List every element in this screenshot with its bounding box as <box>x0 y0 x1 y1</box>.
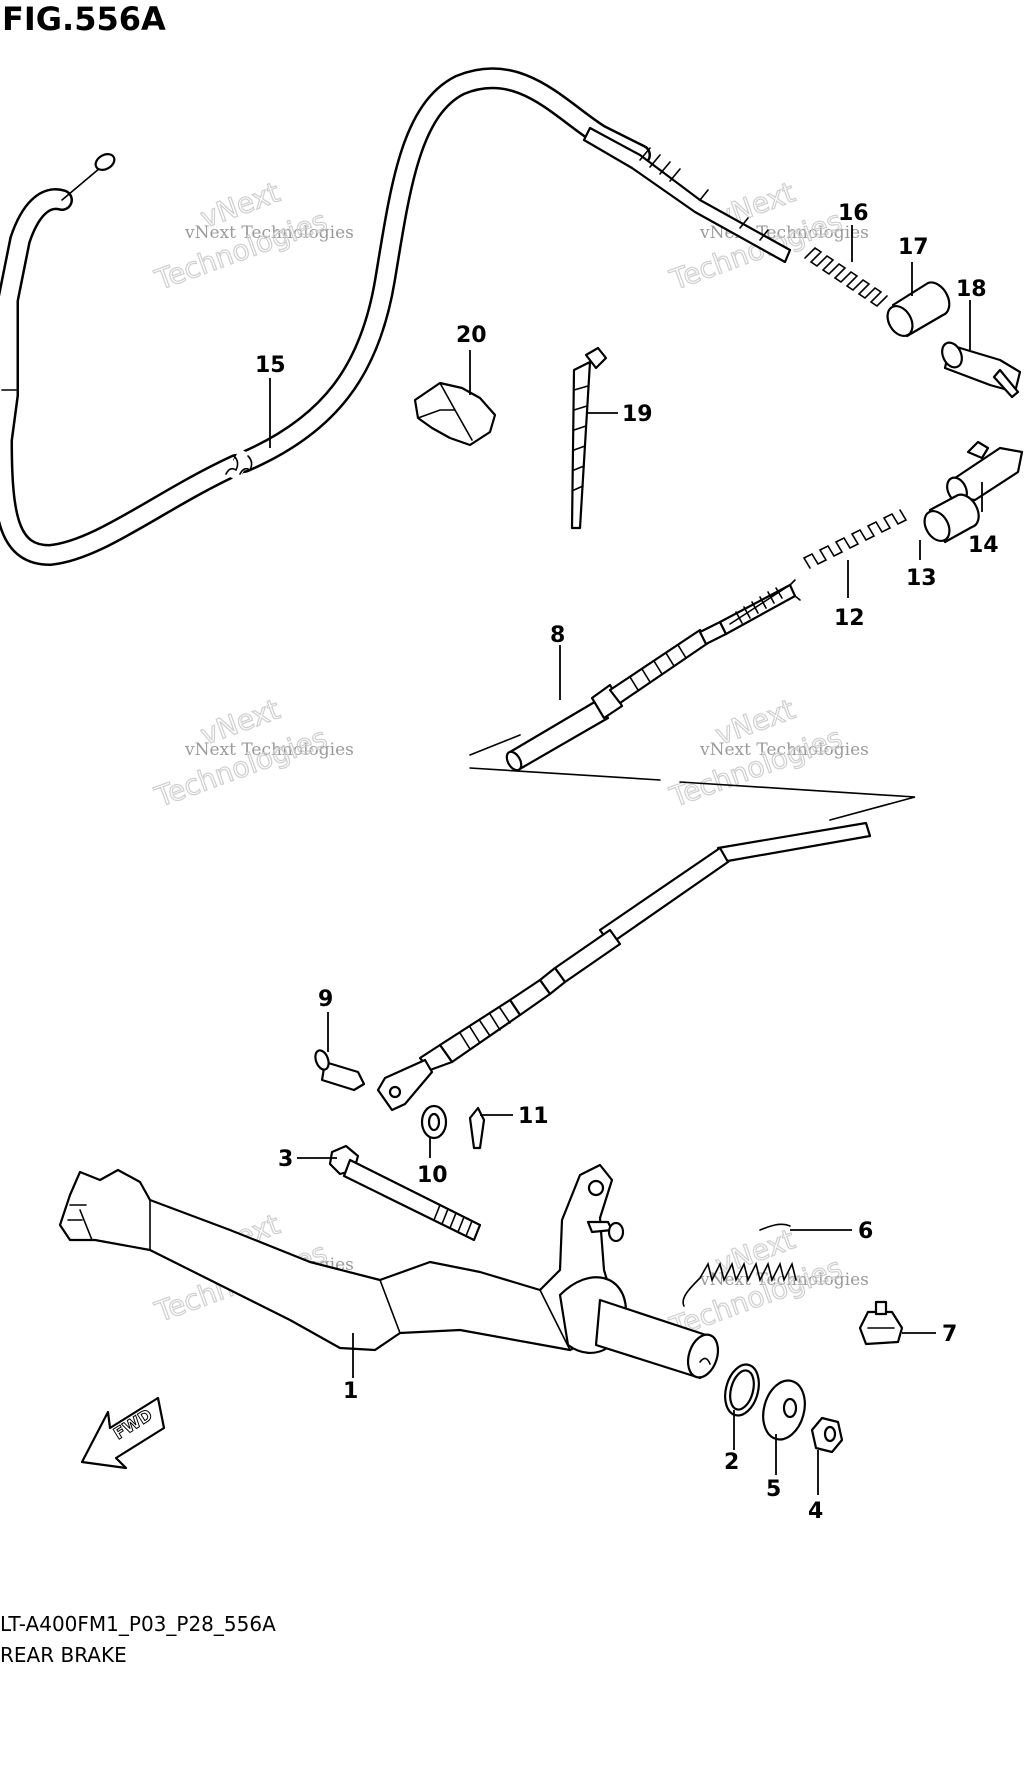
callout-14-label: 14 <box>968 533 999 558</box>
part-8-brake-cable <box>505 579 801 772</box>
part-17-collar <box>886 281 951 338</box>
part-16-spring <box>804 246 888 308</box>
callout-1: 1 <box>343 1333 358 1404</box>
callout-18-label: 18 <box>956 277 987 302</box>
callout-7: 7 <box>902 1322 957 1347</box>
fwd-arrow-icon: FWD <box>80 1396 166 1470</box>
callout-5: 5 <box>766 1434 781 1502</box>
callout-17: 17 <box>898 235 929 296</box>
reference-code: LT-A400FM1_P03_P28_556A <box>0 1612 276 1636</box>
callout-1-label: 1 <box>343 1379 358 1404</box>
callout-20-label: 20 <box>456 323 487 348</box>
callout-11-label: 11 <box>518 1104 549 1129</box>
callout-7-label: 7 <box>942 1322 957 1347</box>
part-6-spring <box>682 1223 797 1307</box>
watermark-mid-left: vNext Technologies vNext Technologies <box>150 692 354 815</box>
callout-15: 15 <box>255 353 286 448</box>
callout-16: 16 <box>838 201 869 262</box>
part-12-spring <box>802 509 908 569</box>
callout-3-label: 3 <box>278 1147 293 1172</box>
callout-18: 18 <box>956 277 987 350</box>
callout-19-label: 19 <box>622 402 653 427</box>
watermark-mid-right: vNext Technologies vNext Technologies <box>665 692 869 815</box>
part-15-brake-cable <box>0 67 792 567</box>
callouts: 1 2 3 4 5 6 7 8 <box>255 201 999 1524</box>
callout-2: 2 <box>724 1410 739 1475</box>
watermark-text: vNext Technologies <box>184 223 354 243</box>
part-3-bolt <box>328 1144 482 1242</box>
callout-10: 10 <box>417 1138 448 1188</box>
pedal-stopper-pin <box>586 1220 625 1243</box>
part-2-o-ring <box>724 1363 760 1417</box>
watermark-top-left: vNext Technologies vNext Technologies <box>150 175 354 298</box>
part-18-cable-end <box>941 341 1022 399</box>
callout-13-label: 13 <box>906 566 937 591</box>
part-8-cable-lower <box>376 821 872 1112</box>
part-4-nut <box>810 1416 844 1454</box>
callout-4: 4 <box>808 1450 823 1524</box>
callout-2-label: 2 <box>724 1450 739 1475</box>
part-5-washer <box>762 1379 806 1441</box>
callout-16-label: 16 <box>838 201 869 226</box>
part-19-cable-tie <box>570 346 608 530</box>
part-13-collar <box>923 493 980 544</box>
part-1-brake-pedal <box>58 1163 720 1380</box>
callout-5-label: 5 <box>766 1477 781 1502</box>
callout-12: 12 <box>834 560 865 631</box>
figure-title: FIG.556A <box>2 0 166 38</box>
diagram-caption: REAR BRAKE <box>0 1643 127 1667</box>
part-11-cotter-pin <box>468 1106 486 1150</box>
callout-8-label: 8 <box>550 623 565 648</box>
watermark-text: vNext Technologies <box>699 740 869 760</box>
part-7-cap-nut <box>858 1300 904 1346</box>
part-9-clevis-pin <box>314 1049 366 1092</box>
callout-9-label: 9 <box>318 987 333 1012</box>
part-10-washer <box>420 1104 448 1140</box>
callout-6-label: 6 <box>858 1219 873 1244</box>
callout-11: 11 <box>480 1104 549 1129</box>
callout-6: 6 <box>790 1219 873 1244</box>
callout-8: 8 <box>550 623 565 700</box>
callout-10-label: 10 <box>417 1163 448 1188</box>
callout-15-label: 15 <box>255 353 286 378</box>
callout-20: 20 <box>456 323 487 395</box>
callout-13: 13 <box>906 540 937 591</box>
watermark-text: vNext Technologies <box>184 740 354 760</box>
callout-19: 19 <box>586 402 653 427</box>
callout-14: 14 <box>968 482 999 558</box>
part-20-clamp <box>413 381 497 447</box>
cable-break-lines <box>469 734 916 821</box>
callout-9: 9 <box>318 987 333 1052</box>
callout-4-label: 4 <box>808 1499 823 1524</box>
callout-12-label: 12 <box>834 606 865 631</box>
callout-3: 3 <box>278 1147 337 1172</box>
callout-17-label: 17 <box>898 235 929 260</box>
